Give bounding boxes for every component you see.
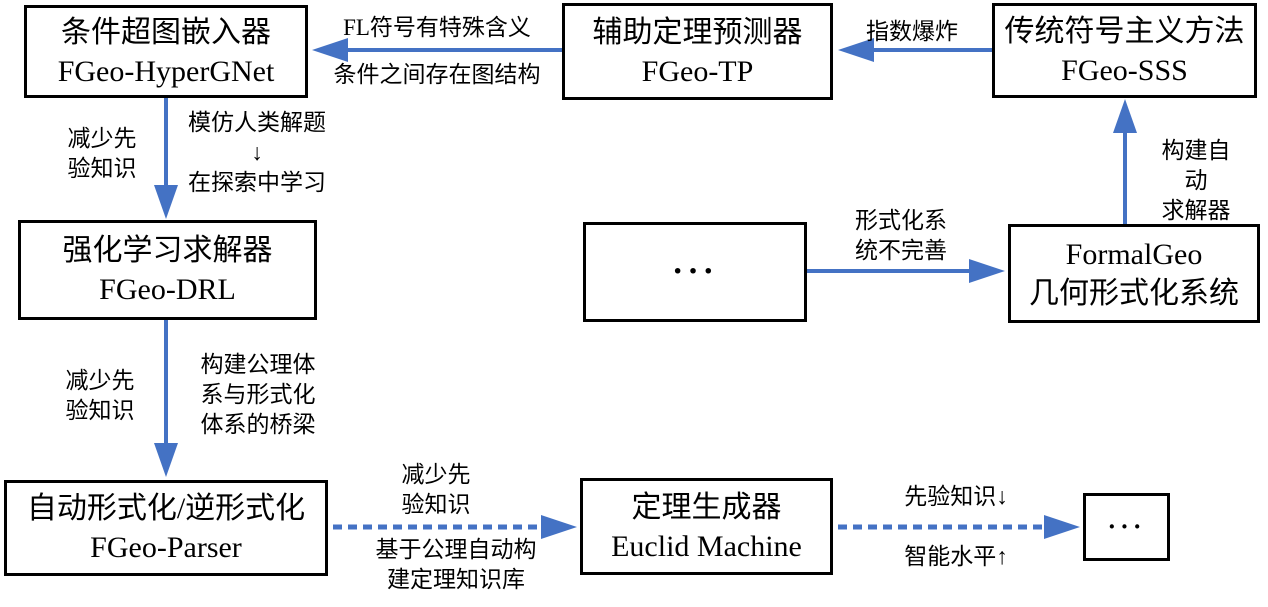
- box-fgeo-drl-title-cn: 强化学习求解器: [62, 234, 273, 267]
- ellipsis-end-text: ···: [1107, 512, 1146, 541]
- label-build-auto-solver: 构建自动 求解器: [1161, 138, 1231, 223]
- box-formalgeo: FormalGeo 几何形式化系统: [1008, 224, 1260, 323]
- label-fl-note: FL符号有特殊含义: [343, 15, 531, 40]
- label-imitate-human: 模仿人类解题 ↓ 在探索中学习: [188, 110, 326, 195]
- box-fgeo-sss-title-en: FGeo-SSS: [1061, 53, 1188, 87]
- box-euclid-machine-title-en: Euclid Machine: [611, 529, 802, 563]
- box-fgeo-hypergnet-title-en: FGeo-HyperGNet: [57, 54, 275, 88]
- box-fgeo-parser: 自动形式化/逆形式化 FGeo-Parser: [4, 480, 328, 576]
- label-graph-structure: 条件之间存在图结构: [333, 62, 541, 87]
- box-fgeo-hypergnet: 条件超图嵌入器 FGeo-HyperGNet: [24, 5, 308, 98]
- box-euclid-machine-title-cn: 定理生成器: [631, 490, 782, 524]
- arrow-hypergnet-to-drl: [154, 98, 178, 219]
- label-intelligence-up: 智能水平↑: [904, 544, 1008, 569]
- label-prior-knowledge-down: 先验知识↓: [904, 484, 1008, 509]
- arrow-drl-to-parser: [154, 320, 178, 477]
- arrow-euclid-to-ellipsis: [838, 515, 1080, 539]
- box-fgeo-drl-title-en: FGeo-DRL: [99, 273, 236, 306]
- label-reduce-prior-2: 减少先 验知识: [65, 368, 135, 423]
- box-ellipsis-end: ···: [1083, 493, 1170, 561]
- box-fgeo-drl: 强化学习求解器 FGeo-DRL: [18, 220, 317, 320]
- box-euclid-machine: 定理生成器 Euclid Machine: [580, 478, 833, 575]
- box-fgeo-sss: 传统符号主义方法 FGeo-SSS: [992, 3, 1257, 98]
- label-formal-system-imperfect: 形式化系 统不完善: [855, 208, 947, 263]
- label-axiom-theorem-kb: 基于公理自动构 建定理知识库: [375, 537, 537, 592]
- label-axiom-bridge: 构建公理体 系与形式化 体系的桥梁: [200, 352, 316, 437]
- box-fgeo-parser-title-en: FGeo-Parser: [90, 531, 242, 564]
- label-reduce-prior-1: 减少先 验知识: [67, 126, 137, 181]
- label-exponential-explosion: 指数爆炸: [866, 19, 958, 44]
- box-fgeo-hypergnet-title-cn: 条件超图嵌入器: [61, 15, 271, 49]
- box-fgeo-tp: 辅助定理预测器 FGeo-TP: [562, 3, 833, 100]
- box-fgeo-tp-title-en: FGeo-TP: [641, 54, 754, 88]
- ellipsis-middle-text: ···: [671, 253, 719, 290]
- box-fgeo-sss-title-cn: 传统符号主义方法: [1004, 14, 1245, 48]
- box-ellipsis-middle: ···: [583, 222, 807, 322]
- arrow-formalgeo-to-sss: [1113, 99, 1137, 224]
- box-fgeo-tp-title-cn: 辅助定理预测器: [592, 15, 803, 49]
- box-fgeo-parser-title-cn: 自动形式化/逆形式化: [26, 492, 306, 525]
- box-formalgeo-title-cn: 几何形式化系统: [1029, 276, 1239, 310]
- box-formalgeo-title-en: FormalGeo: [1065, 237, 1203, 271]
- label-reduce-prior-3: 减少先 验知识: [401, 462, 471, 517]
